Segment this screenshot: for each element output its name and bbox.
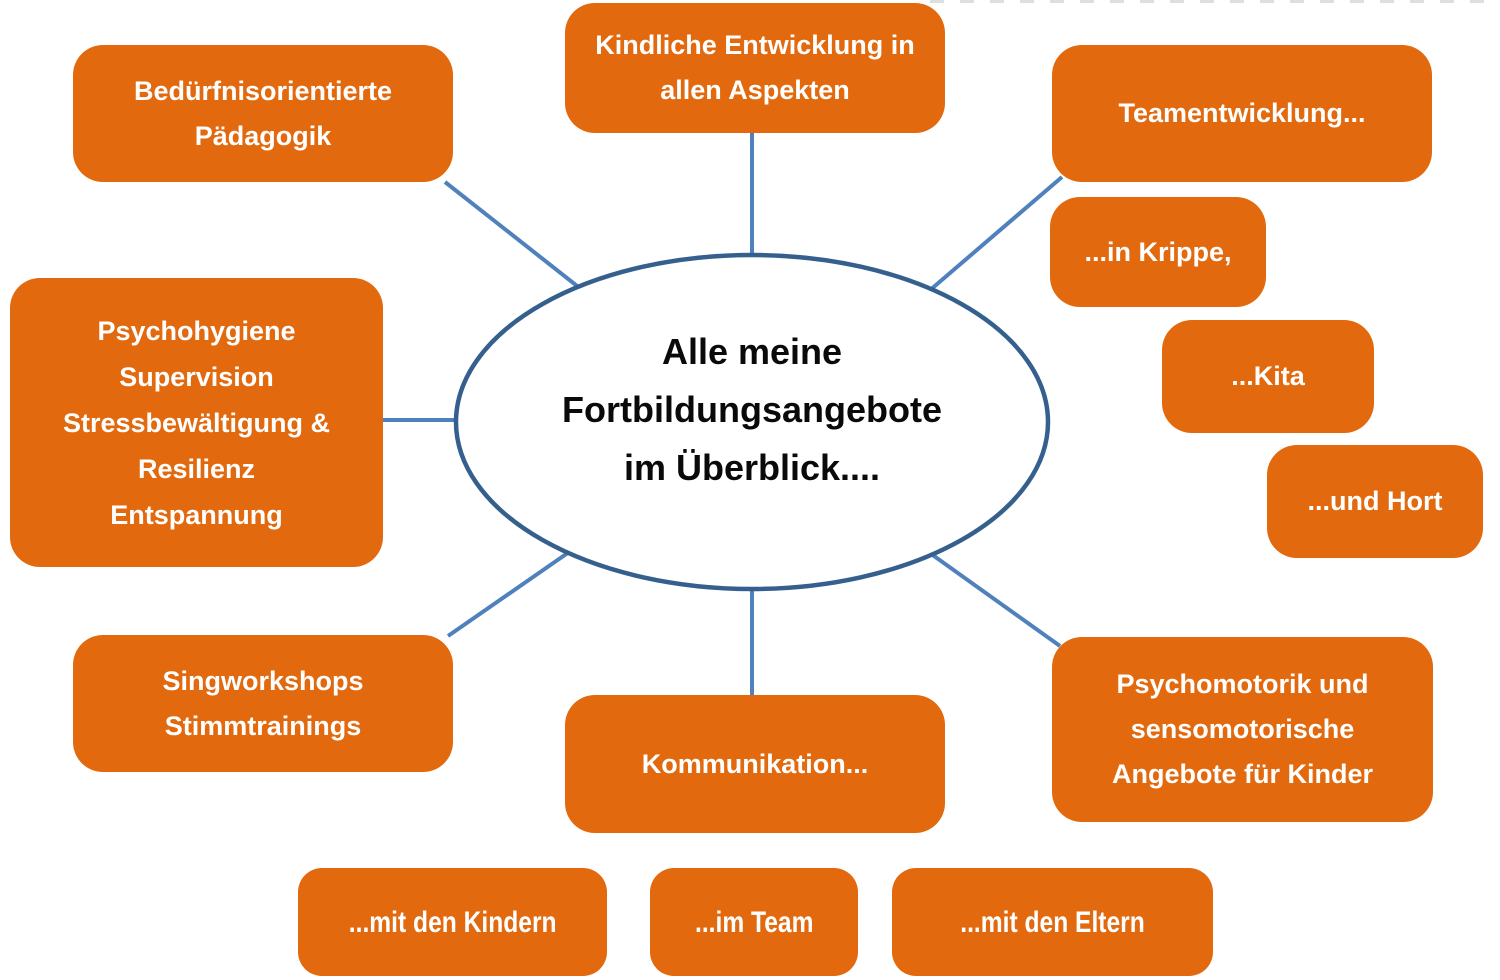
node-mit-den-kindern[interactable]: ...mit den Kindern bbox=[298, 868, 607, 976]
node-label-line: ...und Hort bbox=[1307, 486, 1443, 516]
node-im-team[interactable]: ...im Team bbox=[650, 868, 858, 976]
connector-line-bottom-left bbox=[446, 539, 587, 638]
node-label-line: ...mit den Kindern bbox=[348, 905, 557, 939]
center-topic-line: im Überblick.... bbox=[623, 447, 881, 488]
slide-boundary-dashes bbox=[930, 0, 1500, 3]
center-topic-line: Fortbildungsangebote bbox=[562, 389, 942, 430]
node-label-line: Angebote für Kinder bbox=[1112, 759, 1373, 789]
node-label-line: Singworkshops bbox=[162, 665, 364, 696]
node-label-line: Psychomotorik und bbox=[1116, 669, 1369, 699]
center-topic-label: Alle meine Fortbildungsangebote im Überb… bbox=[452, 323, 1052, 497]
node-label-line: Pädagogik bbox=[194, 120, 332, 151]
node-psychomotorik-sensomotorik[interactable]: Psychomotorik und sensomotorische Angebo… bbox=[1052, 637, 1433, 822]
connector-line-bottom-right bbox=[918, 544, 1062, 648]
node-psychohygiene-supervision[interactable]: Psychohygiene Supervision Stressbewältig… bbox=[10, 278, 383, 567]
node-teamentwicklung[interactable]: Teamentwicklung... bbox=[1052, 45, 1432, 182]
node-beduerfnisorientierte-paedagogik[interactable]: Bedürfnisorientierte Pädagogik bbox=[73, 45, 453, 182]
node-singworkshops-stimmtrainings[interactable]: Singworkshops Stimmtrainings bbox=[73, 635, 453, 772]
node-kommunikation[interactable]: Kommunikation... bbox=[565, 695, 945, 833]
node-in-krippe[interactable]: ...in Krippe, bbox=[1050, 197, 1266, 307]
node-label-line: Psychohygiene bbox=[97, 315, 296, 346]
connector-line-top-left bbox=[443, 180, 602, 306]
node-und-hort[interactable]: ...und Hort bbox=[1267, 445, 1483, 558]
node-label-line: Supervision bbox=[119, 361, 274, 392]
node-kita[interactable]: ...Kita bbox=[1162, 320, 1374, 433]
connector-line-top-right bbox=[913, 175, 1064, 305]
node-label-line: ...Kita bbox=[1231, 361, 1305, 391]
node-label-line: Teamentwicklung... bbox=[1118, 98, 1366, 128]
node-label-line: Bedürfnisorientierte bbox=[133, 75, 393, 106]
node-label-line: Kommunikation... bbox=[641, 748, 869, 779]
node-label-line: Entspannung bbox=[110, 499, 283, 530]
node-label-line: Stressbewältigung & bbox=[62, 407, 331, 438]
node-label-line: Kindliche Entwicklung in bbox=[595, 30, 915, 60]
center-topic-line: Alle meine bbox=[661, 331, 843, 372]
node-label-line: ...mit den Eltern bbox=[960, 905, 1145, 939]
node-label-line: sensomotorische bbox=[1130, 714, 1355, 744]
node-label-line: allen Aspekten bbox=[660, 75, 850, 105]
node-mit-den-eltern[interactable]: ...mit den Eltern bbox=[892, 868, 1213, 976]
node-kindliche-entwicklung[interactable]: Kindliche Entwicklung in allen Aspekten bbox=[565, 3, 945, 133]
center-ellipse[interactable] bbox=[453, 252, 1051, 592]
node-label-line: Resilienz bbox=[137, 453, 256, 484]
node-label-line: Stimmtrainings bbox=[164, 710, 362, 741]
node-label-line: ...im Team bbox=[694, 905, 814, 939]
node-label-line: ...in Krippe, bbox=[1084, 236, 1232, 267]
